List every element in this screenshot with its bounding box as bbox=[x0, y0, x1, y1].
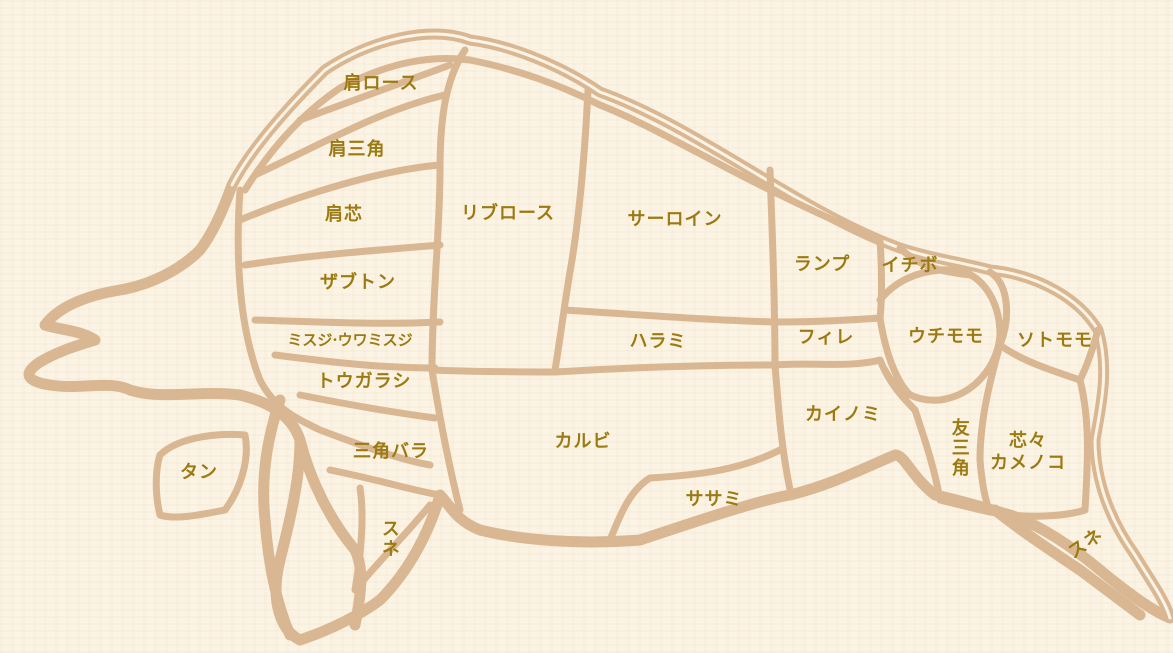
cut-rump-label: ランプ bbox=[793, 254, 851, 276]
cut-uchimomo-label: ウチモモ bbox=[908, 326, 984, 348]
cut-ichibo-label: イチボ bbox=[881, 255, 939, 277]
cut-lines bbox=[152, 46, 1102, 594]
cut-karubi-label: カルビ bbox=[554, 431, 612, 453]
cut-sune-front-label: スネ bbox=[378, 519, 400, 559]
cut-fillet-label: フィレ bbox=[797, 327, 855, 349]
cut-sotomomo-label: ソトモモ bbox=[1017, 330, 1093, 352]
cut-sankaku-bara-label: 三角バラ bbox=[353, 441, 429, 463]
cut-tomosankaku-label: 友三角 bbox=[948, 418, 970, 478]
cut-ribloin-label: リブロース bbox=[460, 203, 556, 225]
cut-misuji-label: ミスジ·ウワミスジ bbox=[287, 331, 413, 349]
cut-sirloin-label: サーロイン bbox=[627, 209, 723, 231]
cut-kata-loin-label: 肩ロース bbox=[343, 73, 419, 95]
cut-harami-label: ハラミ bbox=[629, 331, 687, 353]
cut-kata-shin-label: 肩芯 bbox=[325, 204, 363, 226]
cut-shinshin-kamenoko-label: 芯々 カメノコ bbox=[990, 430, 1066, 473]
cut-tougarashi-label: トウガラシ bbox=[316, 371, 412, 393]
cut-tan-label: タン bbox=[180, 462, 218, 484]
cut-kainomi-label: カイノミ bbox=[805, 404, 881, 426]
cut-kata-sankaku-label: 肩三角 bbox=[328, 139, 386, 161]
cut-zabuton-label: ザブトン bbox=[320, 272, 396, 294]
cut-sasami-label: ササミ bbox=[685, 489, 743, 511]
body-outline bbox=[23, 28, 1173, 646]
